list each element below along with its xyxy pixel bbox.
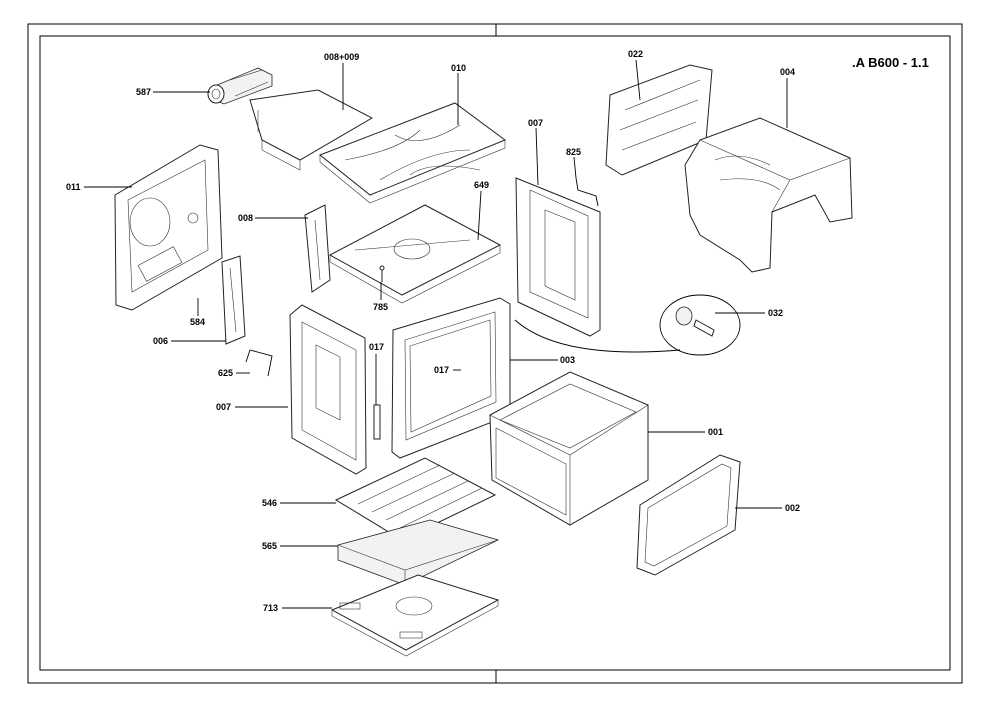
part-007-right-side-panel xyxy=(515,177,601,337)
callout-008: 008 xyxy=(238,213,253,223)
part-004-insulation-wrap xyxy=(684,117,853,273)
part-008-bracket xyxy=(304,204,331,293)
callout-587: 587 xyxy=(136,87,151,97)
part-006-bracket xyxy=(221,255,246,345)
callout-565: 565 xyxy=(262,541,277,551)
callout-825-top: 825 xyxy=(566,147,581,157)
leader-007-right xyxy=(535,127,539,186)
part-002-door-gasket xyxy=(636,454,741,576)
part-649-inner-top-panel xyxy=(328,204,502,304)
leader-825-top xyxy=(573,156,577,179)
leader-022 xyxy=(635,59,641,101)
callout-008-009: 008+009 xyxy=(324,52,359,62)
part-546-shelf xyxy=(334,457,497,541)
callout-546: 546 xyxy=(262,498,277,508)
callout-007-left: 007 xyxy=(216,402,231,412)
callout-649: 649 xyxy=(474,180,489,190)
sheet-title: .A B600 - 1.1 xyxy=(852,55,929,70)
part-785-screw xyxy=(379,265,385,282)
part-008-009-top-cover xyxy=(249,89,374,171)
callout-007-right: 007 xyxy=(528,118,543,128)
part-587-fan-motor xyxy=(207,67,273,105)
part-001-oven-cavity xyxy=(489,371,649,526)
callout-584: 584 xyxy=(190,317,205,327)
callout-010: 010 xyxy=(451,63,466,73)
inner-frame xyxy=(39,35,951,671)
callout-002: 002 xyxy=(785,503,800,513)
callout-713: 713 xyxy=(263,603,278,613)
callout-032: 032 xyxy=(768,308,783,318)
callout-003: 003 xyxy=(560,355,575,365)
part-003-front-frame xyxy=(391,297,511,459)
callout-006: 006 xyxy=(153,336,168,346)
callout-017-b: 017 xyxy=(434,365,449,375)
callout-625: 625 xyxy=(218,368,233,378)
leader-649 xyxy=(477,190,482,241)
part-625-rod xyxy=(245,349,273,377)
part-007-left-side-panel xyxy=(289,304,367,475)
part-010-top-panel xyxy=(319,102,507,204)
part-011-back-panel xyxy=(114,144,223,311)
callout-011: 011 xyxy=(66,182,81,192)
callout-785: 785 xyxy=(373,302,388,312)
callout-017-a: 017 xyxy=(369,342,384,352)
callout-022: 022 xyxy=(628,49,643,59)
part-713-bottom-panel xyxy=(330,574,500,657)
outer-frame xyxy=(27,23,963,684)
part-017-hinge-a xyxy=(373,404,381,440)
part-032-lamp xyxy=(514,294,741,356)
part-825-rod-top xyxy=(575,177,599,207)
callout-001: 001 xyxy=(708,427,723,437)
callout-004: 004 xyxy=(780,67,795,77)
